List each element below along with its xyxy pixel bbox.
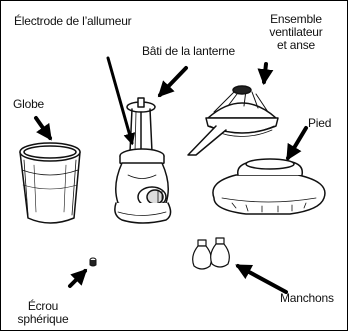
label-fan-line2: ventilateur	[269, 25, 323, 39]
arrow-electrode	[106, 56, 136, 146]
label-fan: Ensemble ventilateur et anse	[256, 13, 336, 52]
arrow-fan	[257, 62, 274, 86]
label-fan-line1: Ensemble	[270, 12, 322, 26]
arrow-frame	[157, 66, 188, 98]
fan-handle-part	[187, 85, 279, 156]
label-fan-line3: et anse	[277, 38, 315, 52]
arrow-globe	[34, 116, 52, 141]
label-nut-line1: Écrou	[27, 299, 59, 313]
label-nut: Écrou sphérique	[12, 300, 74, 326]
arrow-mantles	[235, 264, 288, 294]
label-nut-line2: sphérique	[17, 312, 69, 326]
globe-part	[19, 142, 81, 224]
label-mantles: Manchons	[280, 291, 334, 305]
ball-nut-part	[89, 257, 97, 267]
label-base: Pied	[308, 116, 332, 130]
arrow-nut	[68, 268, 88, 288]
arrow-base	[286, 126, 308, 161]
label-frame: Bâti de la lanterne	[142, 44, 235, 58]
label-electrode: Électrode de l’allumeur	[14, 14, 132, 28]
lantern-frame-part	[114, 97, 172, 224]
base-part	[212, 158, 326, 215]
mantles-part	[192, 237, 230, 270]
arrows	[34, 56, 308, 294]
label-globe: Globe	[13, 97, 45, 111]
